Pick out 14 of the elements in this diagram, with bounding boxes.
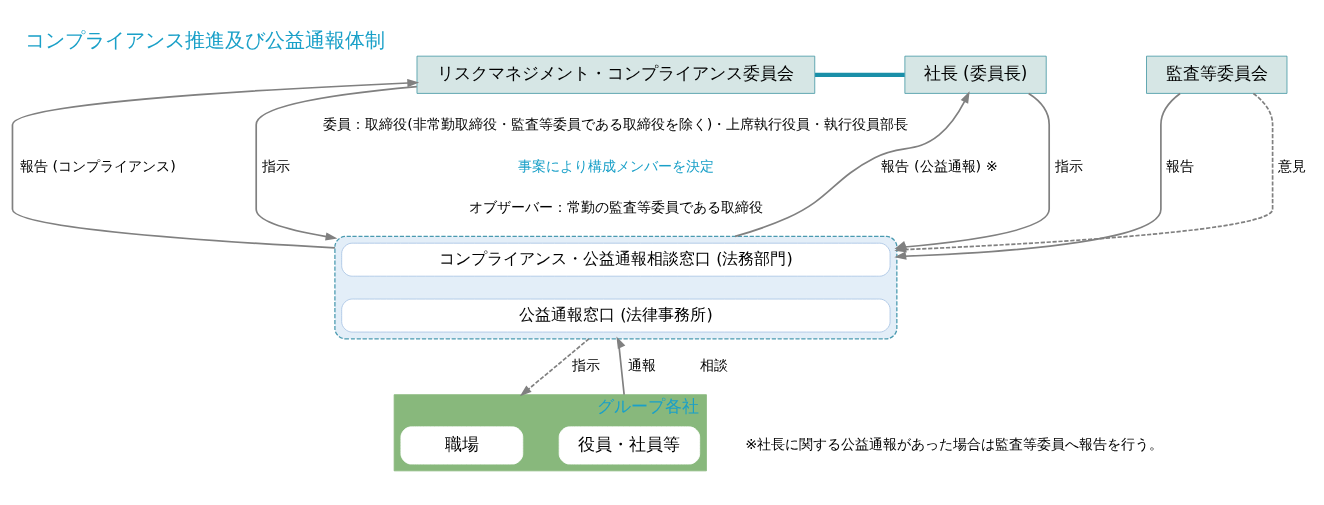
label: ※社長に関する公益通報があった場合は監査等委員へ報告を行う。 bbox=[745, 435, 1164, 452]
edge-label: 報告 (コンプライアンス) bbox=[20, 157, 176, 174]
label: オブザーバー：常勤の監査等委員である取締役 bbox=[468, 198, 763, 215]
diagram-title: コンプライアンス推進及び公益通報体制 bbox=[25, 28, 385, 53]
edge-label: 指示 bbox=[1054, 157, 1083, 174]
edge-label: 指示 bbox=[261, 157, 290, 174]
label: 相談 bbox=[700, 357, 729, 374]
edge-label: 意見 bbox=[1278, 157, 1307, 174]
edge-label: 通報 bbox=[628, 357, 657, 374]
label: 委員：取締役(非常勤取締役・監査等委員である取締役を除く)・上席執行役員・執行役員部長 bbox=[323, 116, 909, 133]
label: 事案により構成メンバーを決定 bbox=[517, 157, 714, 174]
edge-label: 報告 bbox=[1166, 157, 1195, 174]
edge-label: 報告 (公益通報) ※ bbox=[881, 157, 998, 174]
edge-label: 指示 bbox=[572, 357, 601, 374]
